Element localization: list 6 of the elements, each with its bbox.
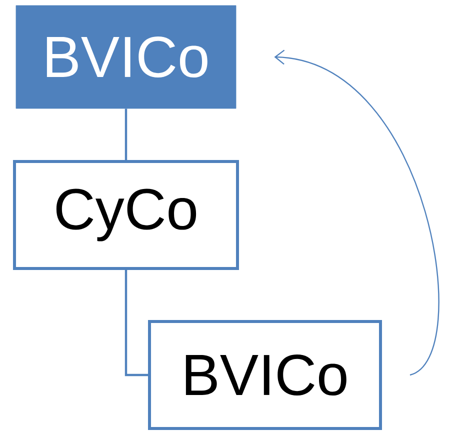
connector-line xyxy=(124,270,148,376)
connector-line xyxy=(124,108,128,160)
box: BVICo xyxy=(148,320,382,430)
box: BVICo xyxy=(16,5,236,109)
box: CyCo xyxy=(13,160,239,270)
curved-arrow xyxy=(274,50,439,376)
